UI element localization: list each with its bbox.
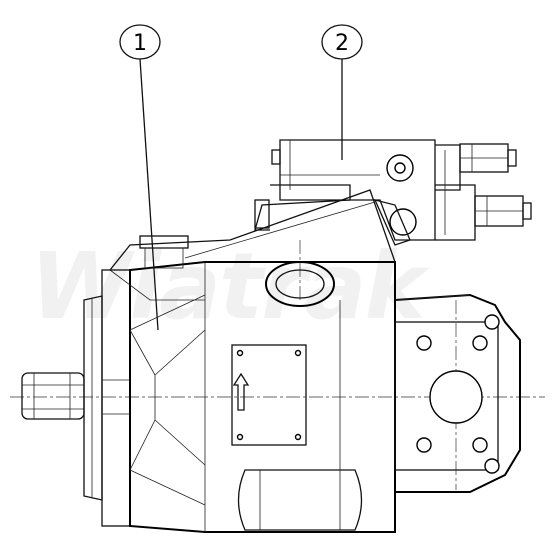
flange-bolt-2 [472,335,488,351]
flange-bolt-3 [416,437,432,453]
callout-1-leader [139,58,159,331]
rivet-top-right [294,349,302,357]
cover-inner-edge [184,201,376,259]
rivet-bottom-left [236,433,244,441]
controller-base [254,184,351,231]
cover-outline [109,189,396,271]
rotation-arrow-icon [232,372,250,411]
top-cover [109,189,396,271]
fitting-lower-body [435,184,476,241]
top-chamfer [109,269,205,301]
controller-assembly [254,139,532,246]
cover-clamp-base [144,247,184,269]
fill-plug-inner [275,269,325,299]
rivet-bottom-right [294,433,302,441]
adjust-screw-inner [394,162,406,174]
controller-cap [271,149,281,165]
drive-shaft [21,372,85,420]
callout-1-label: 1 [133,31,147,56]
shaft-body [21,372,85,420]
fitting-upper-tip [507,149,517,167]
callout-2-label: 2 [335,31,349,56]
lower-recess [237,469,363,531]
flange-bolt-4 [472,437,488,453]
controller-clamp [373,199,411,246]
fitting-upper-body [435,144,461,191]
pressure-port [429,370,483,424]
port-flange [394,321,499,471]
lock-screw [389,208,417,236]
callout-1: 1 [119,24,161,331]
name-plate-frame [231,344,307,446]
port-block-outline [394,293,521,493]
watermark-text: Wiatrak [30,233,431,340]
fill-plug-outer [265,261,335,307]
fitting-lower-tip [522,202,532,220]
corner-bolt-bottom [484,458,500,474]
controller-side-plug [254,199,270,229]
housing-taper-lines [129,294,206,506]
corner-bolt-top [484,314,500,330]
pump-housing [109,261,396,533]
name-plate [231,344,307,446]
front-cone [129,329,156,471]
port-block-top-edge [394,294,471,301]
fill-plug [265,261,335,307]
flange-bolt-1 [416,335,432,351]
port-block [394,293,521,493]
callout-2: 2 [321,24,363,160]
controller-body [279,139,436,241]
rivet-top-left [236,349,244,357]
